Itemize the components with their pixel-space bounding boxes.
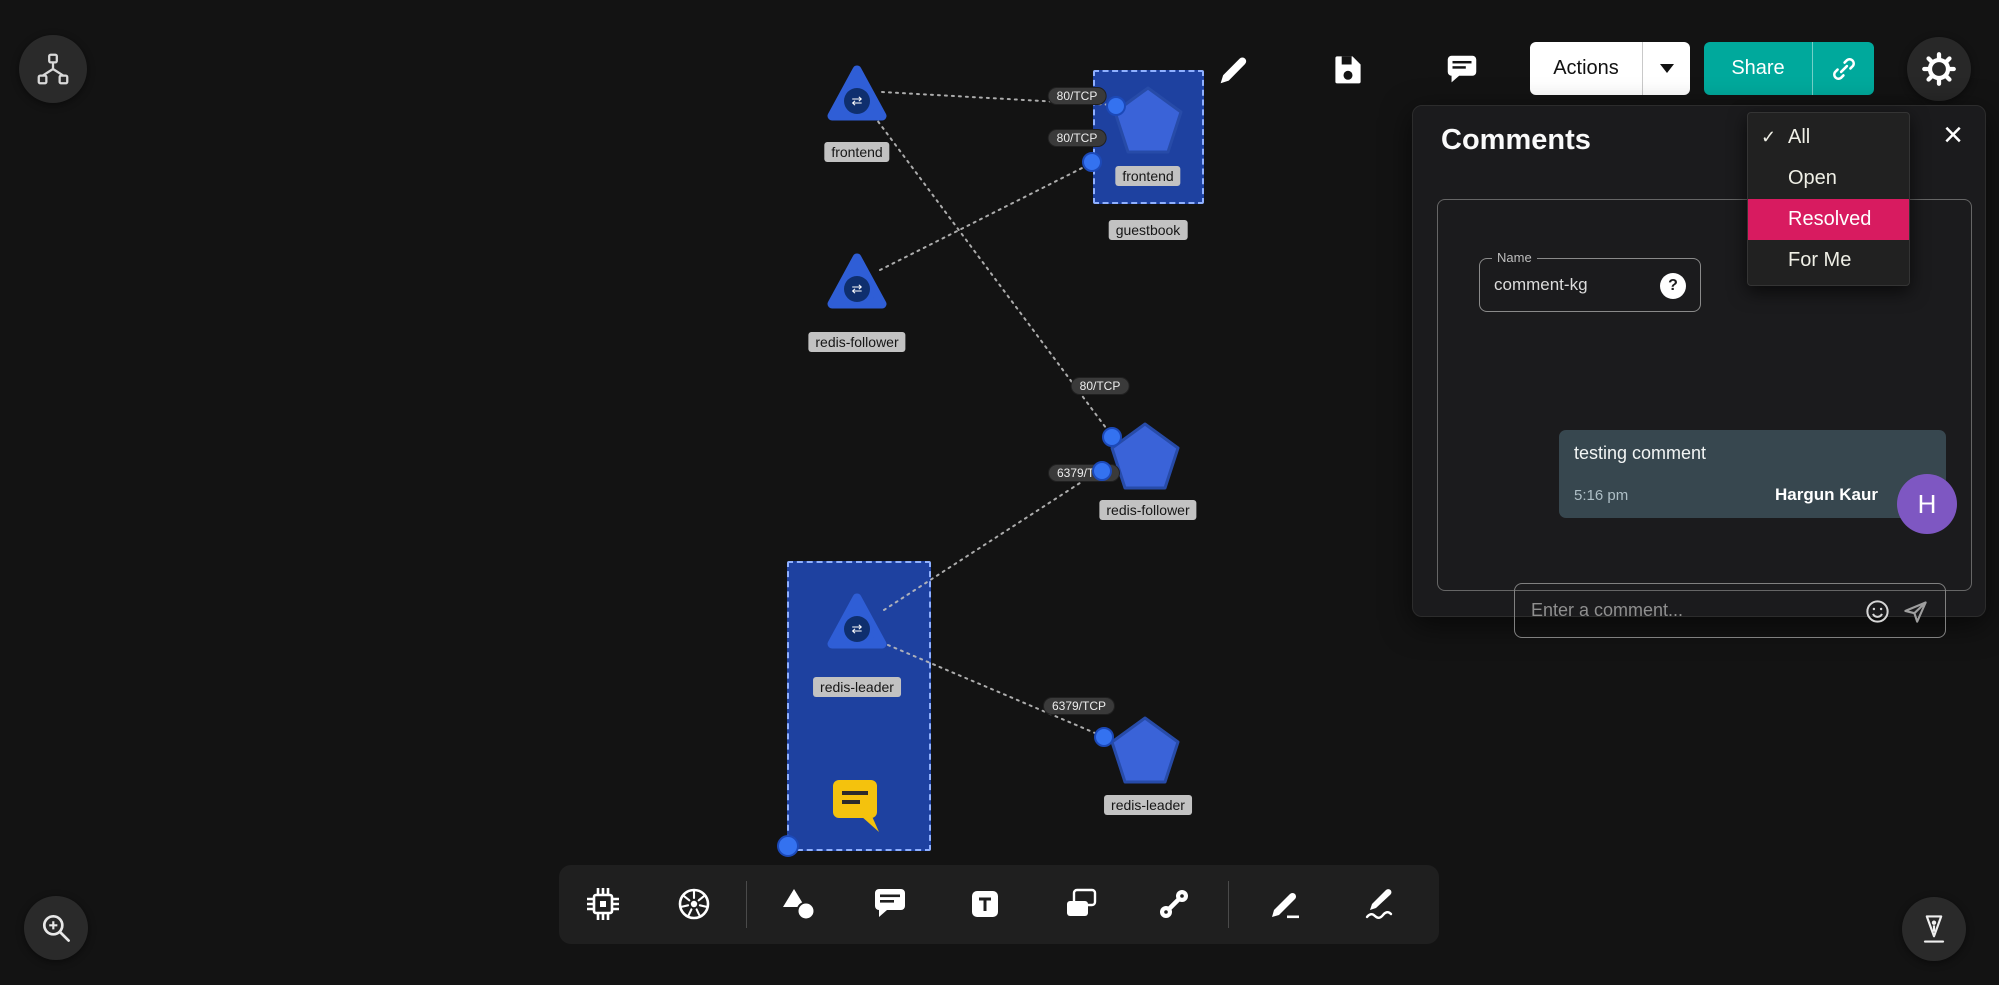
comment-tool-icon[interactable] [870,884,910,924]
comment-input-wrapper [1514,583,1946,638]
pen-icon[interactable] [1265,884,1305,924]
scribble-pen-icon[interactable] [1361,884,1401,924]
filter-option-label: Resolved [1788,208,1871,231]
comment-input[interactable] [1531,584,1831,637]
shapes-icon[interactable] [779,884,819,924]
cards-icon[interactable] [1061,884,1101,924]
service-icon: ⇄ [844,88,870,114]
name-input[interactable] [1494,259,1644,311]
group-label-guestbook: guestbook [1109,220,1188,240]
filter-option-label: All [1788,126,1810,149]
pod-port[interactable] [1082,152,1102,172]
edge-label: 6379/TCP [1043,697,1115,715]
filter-option-all[interactable]: ✓ All [1748,117,1909,158]
comments-panel-title: Comments [1441,124,1591,157]
pod-port[interactable] [1102,427,1122,447]
edge-label: 80/TCP [1048,87,1107,105]
shape-toolbar [559,865,1439,944]
service-label-redis-leader: redis-leader [813,677,901,697]
pod-port[interactable] [1094,727,1114,747]
service-arrows-glyph: ⇄ [852,281,863,297]
comment-timestamp: 5:16 pm [1574,487,1628,504]
close-icon[interactable]: × [1943,118,1963,152]
pod-node-frontend[interactable] [1111,84,1185,156]
edit-pencil-icon[interactable] [1214,51,1252,89]
filter-option-label: Open [1788,167,1837,190]
share-label: Share [1704,42,1812,95]
send-icon[interactable] [1902,598,1929,625]
filter-option-resolved[interactable]: Resolved [1748,199,1909,240]
service-arrows-glyph: ⇄ [852,93,863,109]
service-label-redis-follower: redis-follower [808,332,905,352]
actions-button[interactable]: Actions [1530,42,1690,95]
edge-label: 80/TCP [1071,377,1130,395]
filter-option-for-me[interactable]: For Me [1748,240,1909,281]
pod-port[interactable] [1092,461,1112,481]
kubernetes-icon[interactable] [674,884,714,924]
link-icon [1830,55,1858,83]
service-icon: ⇄ [844,616,870,642]
chip-icon[interactable] [583,884,623,924]
comment-message: testing comment [1574,443,1706,464]
actions-label: Actions [1530,42,1642,95]
service-icon: ⇄ [844,276,870,302]
comments-toggle-icon[interactable] [1443,51,1481,89]
note-comment-icon[interactable] [825,774,889,836]
chevron-down-icon [1660,64,1674,73]
avatar: H [1897,474,1957,534]
pod-label-frontend: frontend [1115,166,1180,186]
edge-label: 80/TCP [1048,129,1107,147]
check-icon: ✓ [1761,127,1776,148]
toolbar-divider [1228,881,1229,928]
comment-name-field[interactable]: Name ? [1479,258,1701,312]
pod-port[interactable] [1106,96,1126,116]
comments-filter-menu: ✓ All Open Resolved For Me [1747,112,1910,286]
save-icon[interactable] [1330,51,1366,87]
pod-label-redis-follower: redis-follower [1099,500,1196,520]
comment-card[interactable]: testing comment 5:16 pm Hargun Kaur [1559,430,1946,518]
group-port[interactable] [777,835,799,857]
actions-dropdown-toggle[interactable] [1642,42,1690,95]
service-label-frontend: frontend [824,142,889,162]
share-button[interactable]: Share [1704,42,1874,95]
toolbar-divider [746,881,747,928]
pod-node-redis-leader[interactable] [1108,714,1182,786]
filter-option-label: For Me [1788,249,1851,272]
pod-label-redis-leader: redis-leader [1104,795,1192,815]
text-tool-icon[interactable] [965,884,1005,924]
connector-icon[interactable] [1154,884,1194,924]
copy-link-button[interactable] [1812,42,1874,95]
service-arrows-glyph: ⇄ [852,621,863,637]
emoji-icon[interactable] [1864,598,1891,625]
comment-author: Hargun Kaur [1775,485,1878,505]
help-icon[interactable]: ? [1660,273,1686,299]
filter-option-open[interactable]: Open [1748,158,1909,199]
